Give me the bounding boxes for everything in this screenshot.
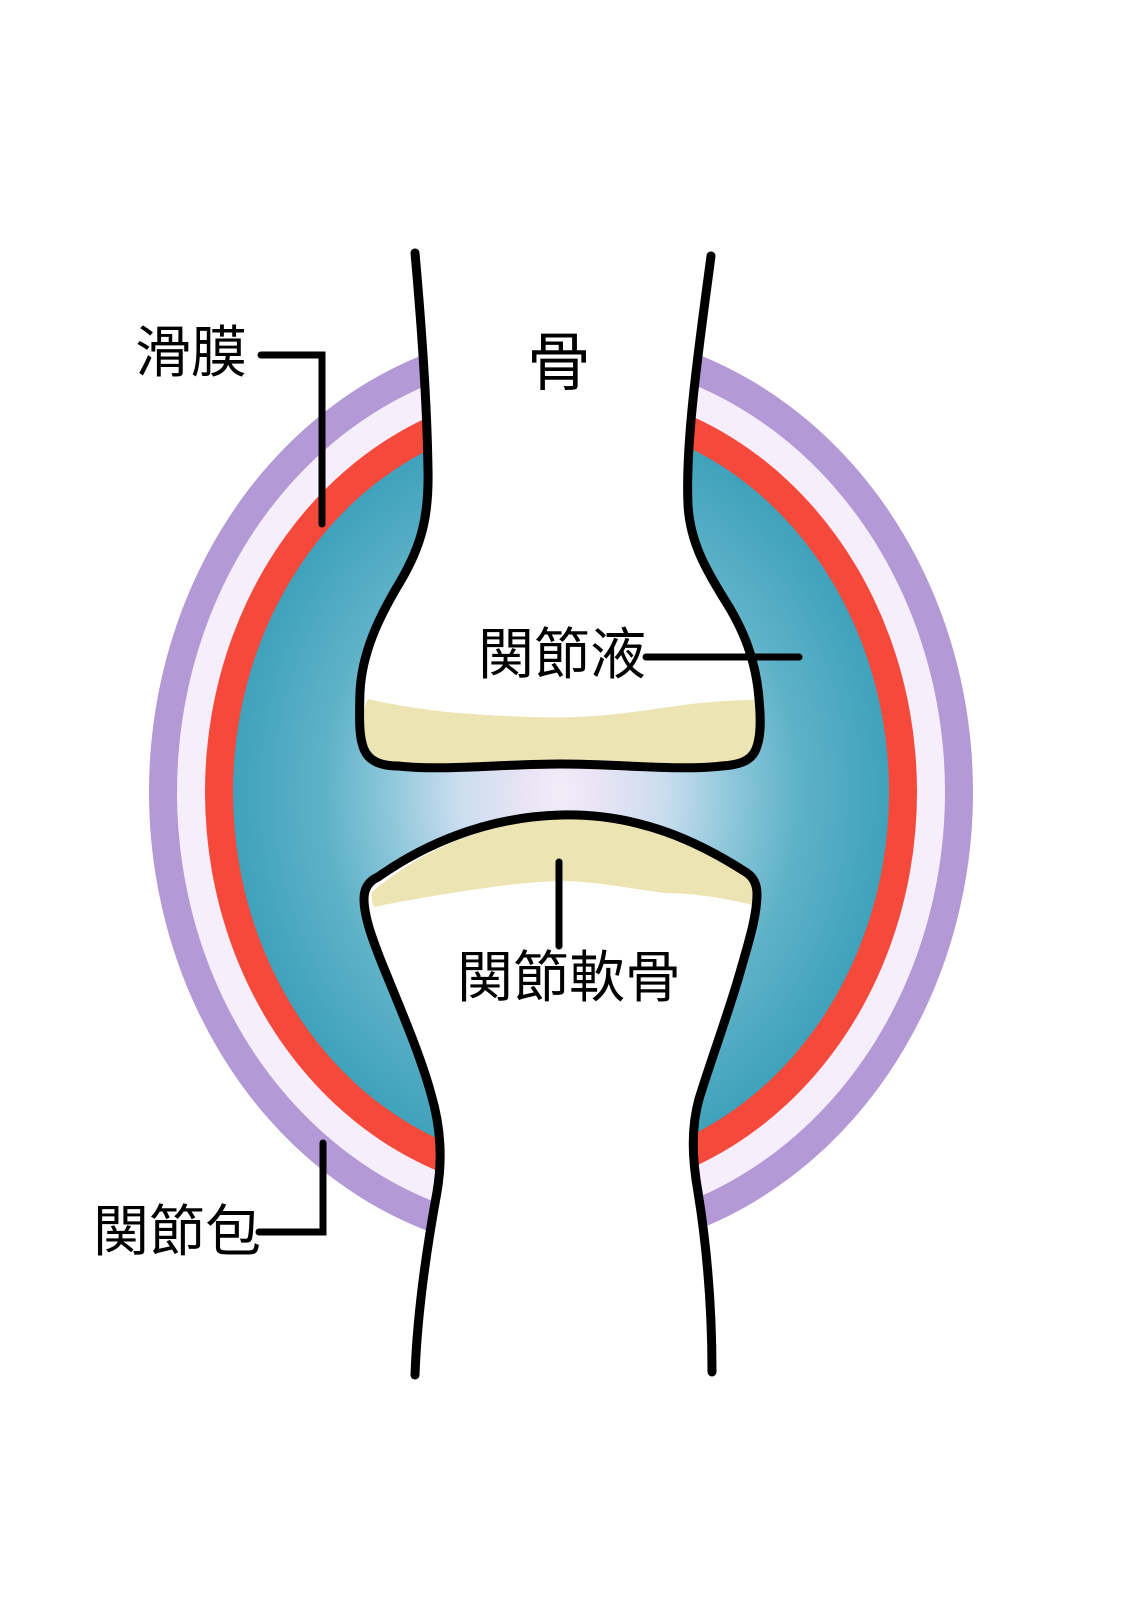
bone-label: 骨 [527, 327, 591, 399]
joint-capsule-label: 関節包 [93, 1200, 261, 1263]
synovial-fluid-label: 関節液 [478, 623, 646, 686]
upper-articular-cartilage [360, 699, 759, 767]
lower-bone-body [364, 814, 757, 1378]
upper-bone-body [359, 250, 761, 768]
joint-capsule-leader-line [255, 1139, 327, 1236]
synovial-membrane-label: 滑膜 [135, 321, 247, 384]
lower-bone-outline [359, 810, 762, 1380]
upper-bone-outline [355, 248, 765, 773]
articular-cartilage-label: 関節軟骨 [457, 946, 681, 1009]
lower-articular-cartilage [371, 817, 756, 907]
synovial-membrane-leader-line [257, 351, 326, 528]
